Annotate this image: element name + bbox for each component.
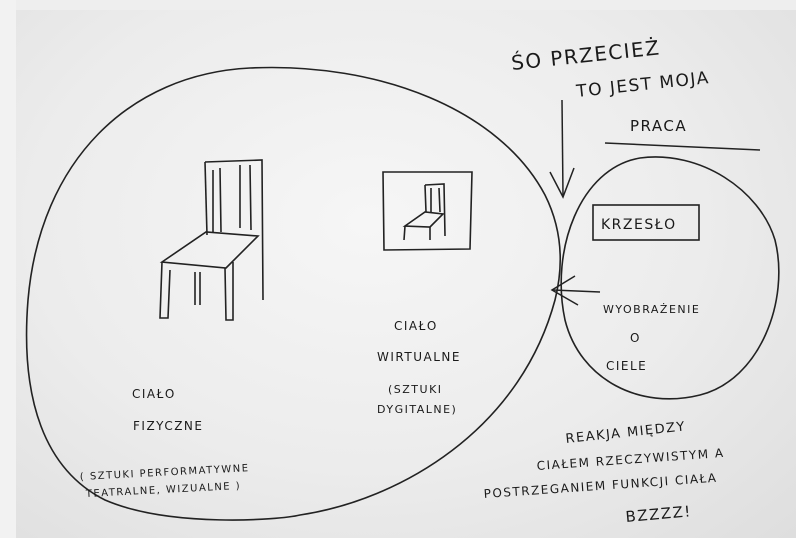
- top-note-line3: PRACA: [630, 117, 687, 135]
- bottom-note-line3: POSTRZEGANIEM FUNKCJI CIAŁA: [483, 471, 718, 501]
- small-circle-line2: O: [630, 331, 641, 345]
- small-circle-line1: WYOBRAŻENIE: [603, 303, 700, 316]
- virtual-body-line1: CIAŁO: [394, 319, 438, 333]
- physical-body-note2: TEATRALNE, WIZUALNE ): [85, 481, 242, 500]
- physical-body-line1: CIAŁO: [132, 387, 176, 401]
- physical-body-line2: FIZYCZNE: [133, 419, 204, 433]
- krzeslo-label: KRZESŁO: [601, 217, 677, 233]
- top-note-line2: TO JEST MOJA: [574, 68, 710, 102]
- bottom-note-line1: REAKJA MIĘDZY: [565, 419, 687, 447]
- framed-chair-icon: [382, 171, 473, 251]
- background-edge: [0, 0, 16, 538]
- down-arrow-icon: [549, 99, 575, 199]
- virtual-body-note1: (SZTUKI: [388, 383, 443, 396]
- virtual-body-line2: WIRTUALNE: [377, 350, 461, 364]
- large-circle: [25, 66, 561, 521]
- virtual-body-note2: DYGITALNE): [377, 403, 457, 416]
- left-arrow-icon: [550, 275, 601, 306]
- top-note-line1: ŚO PRZECIEŻ: [510, 35, 661, 75]
- bottom-note-line2: CIAŁEM RZECZYWISTYM A: [536, 446, 725, 473]
- physical-body-note1: ( SZTUKI PERFORMATYWNE: [80, 463, 250, 483]
- small-circle: [560, 156, 780, 400]
- chair-drawing-icon: [159, 159, 264, 321]
- sketch-drawing: ŚO PRZECIEŻ TO JEST MOJA PRACA KRZESŁO W…: [25, 35, 780, 526]
- krzeslo-box: [592, 204, 700, 241]
- small-circle-line3: CIELE: [606, 359, 647, 373]
- bottom-note-line4: BZZZZ!: [625, 502, 693, 526]
- sketch-photo: ŚO PRZECIEŻ TO JEST MOJA PRACA KRZESŁO W…: [16, 10, 796, 538]
- underline: [604, 142, 761, 151]
